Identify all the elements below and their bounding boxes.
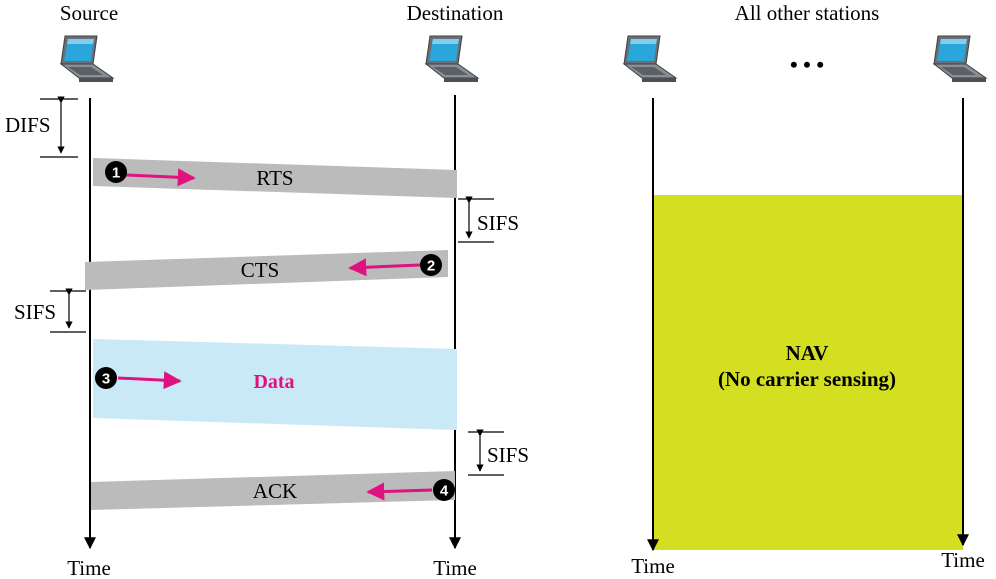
source-station-label: Source: [60, 1, 118, 25]
other-time-label: Time: [941, 548, 985, 572]
step-4-badge: [433, 479, 455, 501]
destination-laptop-icon: [425, 35, 479, 83]
source-laptop-icon: [60, 35, 114, 83]
source-time-label: Time: [67, 556, 111, 579]
rts-label: RTS: [256, 166, 293, 190]
sifs-label: SIFS: [477, 211, 519, 235]
step-1-badge: [105, 161, 127, 183]
nav-title: NAV: [786, 341, 829, 365]
destination-station-label: Destination: [407, 1, 504, 25]
step-2-badge: [420, 254, 442, 276]
step-1-number: 1: [112, 165, 120, 182]
nav-block: [653, 195, 963, 550]
destination-time-label: Time: [433, 556, 477, 579]
step-3-badge: [95, 367, 117, 389]
other-time-label: Time: [631, 554, 675, 578]
ack-frame: [91, 471, 455, 510]
data-label: Data: [253, 371, 294, 393]
other-station-laptop-icon: [933, 35, 987, 83]
step-2-number: 2: [427, 258, 435, 275]
sifs-label: SIFS: [14, 300, 56, 324]
rts-frame: [93, 158, 457, 198]
other-stations-label: All other stations: [735, 1, 880, 25]
ellipsis: • • •: [790, 52, 824, 77]
ack-label: ACK: [253, 479, 297, 503]
cts-direction-arrow: [348, 258, 421, 277]
difs-label: DIFS: [5, 113, 51, 137]
other-station-laptop-icon: [623, 35, 677, 83]
ack-direction-arrow: [366, 482, 433, 501]
step-3-number: 3: [102, 371, 110, 388]
step-4-number: 4: [440, 483, 449, 500]
rts-direction-arrow: [125, 168, 196, 187]
data-direction-arrow: [117, 371, 182, 390]
sifs-label: SIFS: [487, 443, 529, 467]
nav-subtitle: (No carrier sensing): [718, 367, 896, 391]
cts-label: CTS: [241, 258, 280, 282]
data-frame: [93, 339, 457, 430]
